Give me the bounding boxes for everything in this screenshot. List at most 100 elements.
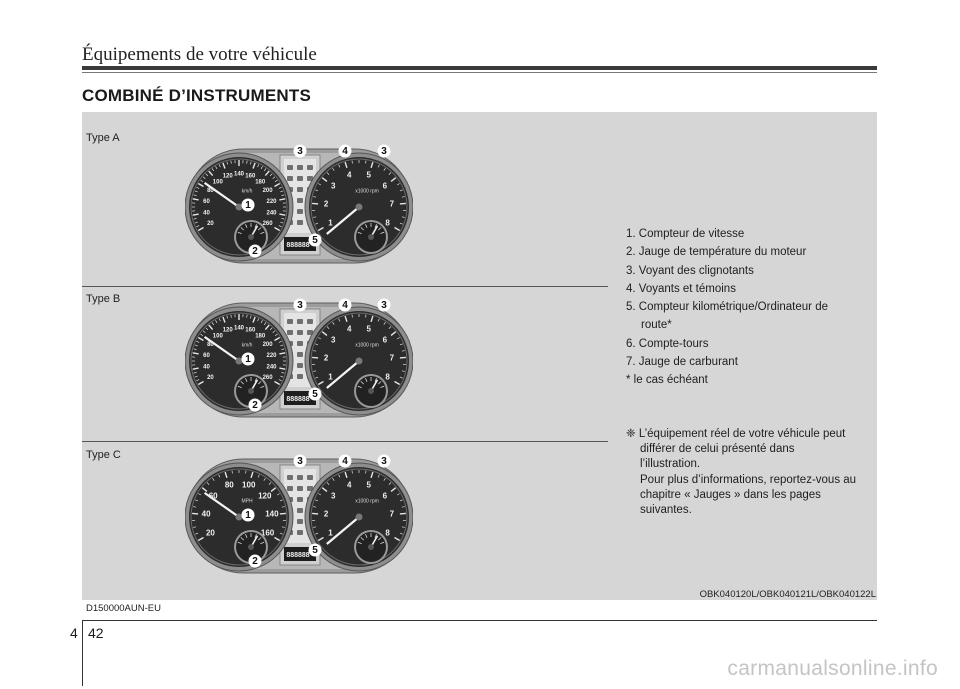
- dial-tick: [274, 333, 278, 337]
- dial-tick: [315, 189, 319, 192]
- tachometer-dial-unit-label: x1000 rpm: [355, 498, 379, 504]
- dial-tick: [326, 326, 330, 329]
- dial-tick: [281, 348, 285, 350]
- callout-number-3: 3: [377, 144, 391, 158]
- tachometer-needle: [326, 360, 360, 389]
- warning-light-icon: [297, 319, 303, 324]
- dial-tick-label: 220: [266, 199, 277, 205]
- chapter-number: 4: [70, 625, 78, 641]
- dial-tick: [193, 372, 197, 374]
- dial-tick-label: 240: [266, 364, 277, 370]
- note-line: ❈ L’équipement réel de votre véhicule pe…: [626, 428, 846, 440]
- sub-gauge-tick: [240, 227, 245, 231]
- warning-light-icon: [297, 330, 303, 335]
- dial-tick: [399, 499, 403, 502]
- sub-gauge-tick: [237, 541, 242, 544]
- callout-number-3: 3: [377, 298, 391, 312]
- tachometer-dial-rim: [310, 468, 408, 566]
- note-line: différer de celui présenté dans: [640, 443, 795, 456]
- warning-light-icon: [307, 176, 313, 181]
- legend-item-continued: route*: [641, 319, 672, 332]
- callout-label: 4: [342, 146, 348, 157]
- dial-tick: [263, 477, 266, 481]
- sub-gauge-tick: [257, 537, 262, 541]
- dial-tick: [252, 316, 256, 323]
- dial-tick-label: 7: [390, 510, 395, 519]
- speedometer-needle: [203, 492, 240, 518]
- dial-tick: [279, 367, 286, 370]
- dial-tick-label: 220: [266, 353, 277, 359]
- dial-tick: [281, 506, 285, 508]
- dial-tick: [246, 160, 248, 164]
- sub-gauge-tick: [380, 385, 385, 388]
- dial-tick: [206, 482, 210, 485]
- dial-tick-label: 140: [265, 510, 279, 519]
- callout-label: 3: [297, 300, 303, 311]
- type-a-label: Type A: [86, 132, 120, 144]
- dial-tick: [394, 226, 401, 232]
- dial-tick: [205, 327, 209, 331]
- dial-tick-label: 40: [203, 210, 210, 216]
- callout-circle: [241, 198, 255, 212]
- callout-number-1: 1: [241, 198, 255, 212]
- callout-number-3: 3: [293, 144, 307, 158]
- dial-tick: [279, 198, 286, 201]
- warning-light-icon: [297, 198, 303, 203]
- dial-tick: [272, 176, 276, 179]
- dial-tick: [370, 471, 374, 479]
- dial-tick: [270, 487, 277, 492]
- page-header-title: Équipements de votre véhicule: [82, 44, 317, 65]
- callout-circle: [248, 554, 262, 568]
- sub-gauge-tick: [357, 231, 362, 234]
- sub-gauge-tick: [254, 223, 257, 228]
- speedometer-hub: [235, 357, 243, 365]
- dial-tick: [193, 506, 197, 508]
- dial-tick-label: 160: [245, 328, 256, 334]
- callout-label: 2: [252, 556, 258, 567]
- dial-tick: [205, 173, 209, 177]
- dial-tick: [197, 336, 204, 342]
- dial-tick: [260, 166, 263, 170]
- callout-label: 3: [297, 456, 303, 467]
- dial-tick: [202, 176, 206, 179]
- dial-tick: [370, 161, 374, 169]
- callout-circle: [338, 298, 352, 312]
- dial-tick: [281, 218, 285, 220]
- dial-tick: [274, 536, 281, 542]
- dial-tick: [194, 344, 198, 347]
- dial-tick: [252, 162, 256, 169]
- note-line: suivantes.: [640, 504, 692, 517]
- warning-light-icon: [307, 475, 313, 480]
- figure-code: OBK040120L/OBK040121L/OBK040122L: [699, 589, 876, 600]
- dial-tick: [281, 372, 285, 374]
- dial-tick: [274, 179, 278, 183]
- dial-tick: [250, 471, 254, 479]
- callout-label: 1: [245, 200, 251, 211]
- sub-gauge-tick: [380, 231, 385, 234]
- sub-gauge-tick: [365, 223, 368, 228]
- callout-circle: [338, 454, 352, 468]
- dial-tick-label: 5: [367, 325, 372, 334]
- tachometer-needle: [326, 206, 360, 235]
- dial-tick: [377, 164, 380, 168]
- dial-tick-label: 2: [324, 510, 329, 519]
- odometer-display: [284, 391, 316, 405]
- dial-tick: [315, 499, 319, 502]
- dial-tick-label: 20: [206, 529, 215, 538]
- dial-tick: [401, 370, 405, 372]
- dial-tick: [401, 216, 405, 218]
- dial-tick: [260, 320, 263, 324]
- callout-circle: [248, 244, 262, 258]
- dial-tick: [338, 474, 341, 478]
- legend-item: 6. Compte-tours: [626, 337, 709, 350]
- dial-tick: [401, 506, 405, 508]
- callout-number-3: 3: [377, 454, 391, 468]
- dial-tick: [279, 352, 286, 355]
- sub-gauge-tick: [380, 541, 385, 544]
- odometer-digits: 888888: [286, 552, 309, 559]
- watermark-text: carmanualsonline.info: [727, 657, 938, 680]
- dial-tick: [326, 482, 330, 485]
